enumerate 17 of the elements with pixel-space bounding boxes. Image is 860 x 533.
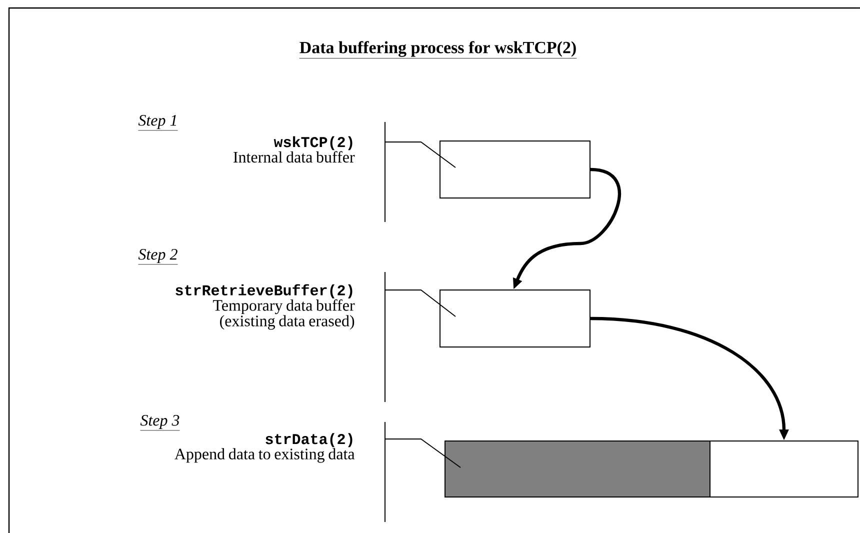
title: Data buffering process for wskTCP(2) — [299, 41, 577, 58]
function-name: wskTCP(2) — [274, 136, 352, 150]
leader-line — [384, 290, 456, 317]
buffer-box — [440, 290, 590, 348]
leader-line — [384, 142, 456, 168]
function-name: strRetrieveBuffer(2) — [176, 284, 352, 298]
description: Internal data buffer — [234, 151, 355, 163]
buffer-box — [440, 140, 590, 198]
step-label: Step 2 — [138, 249, 178, 265]
buffer-box — [444, 440, 710, 498]
description: Temporary data buffer (existing data erased) — [213, 299, 355, 330]
step-label: Step 3 — [140, 415, 180, 431]
description: Append data to existing data — [174, 448, 355, 463]
step-label: Step 1 — [138, 115, 178, 131]
buffer-box — [710, 440, 858, 498]
function-name: strData(2) — [266, 433, 352, 448]
leader-line — [384, 438, 461, 468]
